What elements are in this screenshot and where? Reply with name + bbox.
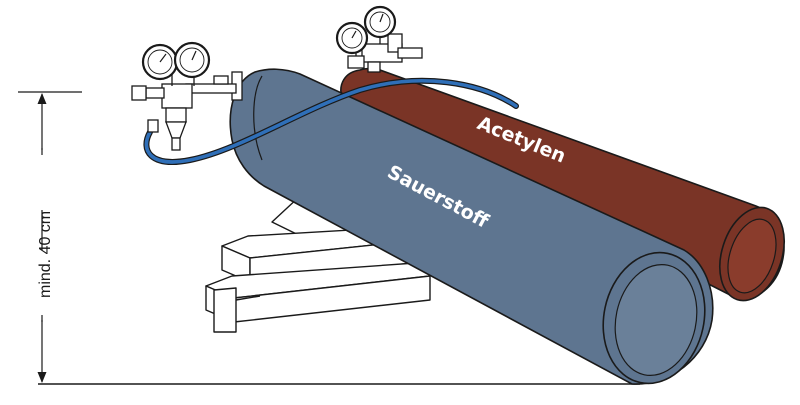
height-label: mind. 40 cm xyxy=(37,211,54,298)
pressure-gauge-icon xyxy=(141,43,179,81)
pressure-regulator-icon xyxy=(131,66,243,151)
pressure-gauge-icon xyxy=(335,21,369,55)
pressure-gauge-icon xyxy=(363,5,397,39)
pressure-regulator-icon xyxy=(347,30,423,73)
oxygen-cylinder xyxy=(229,68,714,385)
acetylene-cylinder xyxy=(340,67,785,302)
pressure-gauge-icon xyxy=(173,41,211,79)
height-dimension xyxy=(18,91,82,383)
